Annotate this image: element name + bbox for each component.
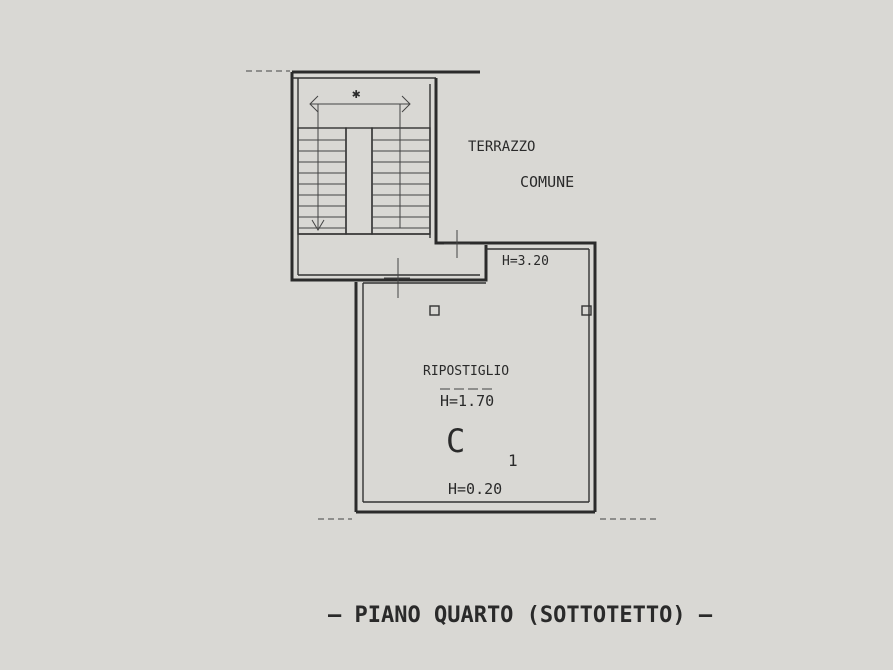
pillar-icon [581,305,592,316]
unit-letter: C [446,422,465,460]
terrace-label-line1: TERRAZZO [468,139,535,155]
stair-treads-left [298,139,346,229]
pillar-icon [429,305,440,316]
room-name-label: RIPOSTIGLIO [423,364,509,379]
stair-mark-icon: ✱ [352,86,361,102]
landing-height-label: H=3.20 [502,254,549,269]
room-height-bottom-label: H=0.20 [448,480,502,498]
pillars [429,305,592,316]
staircase: ✱ [297,86,431,235]
floor-caption: – PIANO QUARTO (SOTTOTETTO) – [328,603,713,628]
dimension-lines [246,70,658,520]
stair-direction-arrow: ✱ [309,86,411,231]
stair-treads-right [372,139,430,229]
terrace-label-line2: COMUNE [520,173,574,191]
storage-room-walls [354,241,597,514]
unit-number: 1 [508,451,518,470]
room-height-top-label: H=1.70 [440,392,494,410]
door-marks [384,230,470,298]
